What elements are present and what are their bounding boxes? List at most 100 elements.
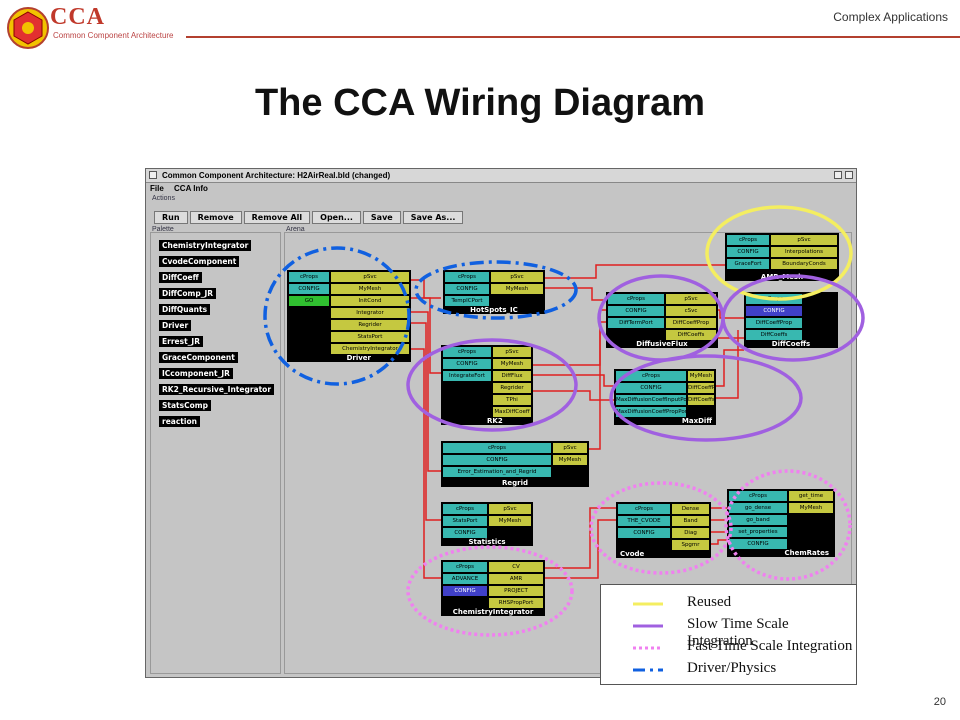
provides-port[interactable]: MyMesh xyxy=(688,371,714,381)
provides-port[interactable]: Regrider xyxy=(331,320,409,330)
uses-port[interactable]: cProps xyxy=(443,504,487,514)
provides-port[interactable]: DiffCoeffProp xyxy=(688,383,714,393)
provides-port[interactable]: StatsPort xyxy=(331,332,409,342)
provides-port[interactable]: Spgmr xyxy=(672,540,709,550)
component-chemrates[interactable]: cProps go_dense go_band set_properties C… xyxy=(727,489,835,557)
uses-port[interactable]: CONFIG xyxy=(443,528,487,538)
open-button[interactable]: Open... xyxy=(312,211,361,224)
palette-item[interactable]: Driver xyxy=(159,320,192,331)
provides-port[interactable]: DiffCoeffs xyxy=(666,330,716,340)
palette-item[interactable]: DiffComp_JR xyxy=(159,288,217,299)
component-maxdiff[interactable]: cProps CONFIG MaxDiffusionCoeffInputPort… xyxy=(614,369,716,425)
menu-file[interactable]: File xyxy=(150,184,164,193)
uses-port[interactable]: CONFIG xyxy=(443,586,487,596)
uses-port[interactable]: ADVANCE xyxy=(443,574,487,584)
uses-port[interactable]: cProps xyxy=(618,504,670,514)
remove-button[interactable]: Remove xyxy=(189,211,242,224)
component-chemistryintegrator[interactable]: cProps ADVANCE CONFIG CV AMR PROJECT RHS… xyxy=(441,560,545,616)
uses-port[interactable]: cProps xyxy=(727,235,769,245)
provides-port[interactable]: cSvc xyxy=(666,306,716,316)
uses-port[interactable]: cProps xyxy=(616,371,686,381)
uses-port[interactable]: TempICPort xyxy=(445,296,489,306)
palette-item[interactable]: reaction xyxy=(159,416,200,427)
window-titlebar[interactable]: Common Component Architecture: H2AirReal… xyxy=(146,169,856,183)
palette-item[interactable]: CvodeComponent xyxy=(159,256,240,267)
component-cvode[interactable]: cProps THE_CVODE CONFIG Dense Band Diag … xyxy=(616,502,711,558)
provides-port[interactable]: Dense xyxy=(672,504,709,514)
provides-port[interactable]: CV xyxy=(489,562,543,572)
menu-cca-info[interactable]: CCA Info xyxy=(174,184,208,193)
provides-port[interactable]: pSvc xyxy=(771,235,837,245)
provides-port[interactable]: PROJECT xyxy=(489,586,543,596)
uses-port[interactable]: CONFIG xyxy=(727,247,769,257)
run-button[interactable]: Run xyxy=(154,211,188,224)
palette-item[interactable]: Errest_JR xyxy=(159,336,203,347)
component-hotspots-ic[interactable]: cProps CONFIG TempICPort pSvc MyMesh Hot… xyxy=(443,270,545,314)
provides-port[interactable]: pSvc xyxy=(666,294,716,304)
component-regrid[interactable]: cProps CONFIG Error_Estimation_and_Regri… xyxy=(441,441,589,487)
provides-port[interactable]: pSvc xyxy=(331,272,409,282)
palette-item[interactable]: DiffCoeff xyxy=(159,272,202,283)
uses-port[interactable]: DiffTermPort xyxy=(608,318,664,328)
uses-port[interactable]: Error_Estimation_and_Regrid xyxy=(443,467,551,477)
provides-port[interactable]: MyMesh xyxy=(553,455,587,465)
palette-item[interactable]: ChemistryIntegrator xyxy=(159,240,252,251)
provides-port[interactable]: ChemistryIntegrator xyxy=(331,344,409,354)
uses-port[interactable]: CONFIG xyxy=(616,383,686,393)
uses-port[interactable]: GraceFort xyxy=(727,259,769,269)
provides-port[interactable]: MaxDiffCoeff xyxy=(493,407,531,417)
provides-port[interactable]: BoundaryConds xyxy=(771,259,837,269)
uses-port[interactable]: cProps xyxy=(445,272,489,282)
provides-port[interactable]: AMR xyxy=(489,574,543,584)
uses-port[interactable]: CONFIG xyxy=(445,284,489,294)
uses-port[interactable]: MaxDiffusionCoeffInputPort xyxy=(616,395,686,405)
provides-port[interactable]: MyMesh xyxy=(331,284,409,294)
uses-port[interactable]: CONFIG xyxy=(729,539,787,549)
provides-port[interactable]: Regrider xyxy=(493,383,531,393)
uses-port[interactable]: cProps xyxy=(729,491,787,501)
provides-port[interactable]: pSvc xyxy=(491,272,543,282)
palette-item[interactable]: ICcomponent_JR xyxy=(159,368,233,379)
provides-port[interactable]: TPhi xyxy=(493,395,531,405)
uses-port[interactable]: CONFIG xyxy=(443,455,551,465)
palette-item[interactable]: RK2_Recursive_Integrator xyxy=(159,384,275,395)
uses-port[interactable]: cProps xyxy=(608,294,664,304)
uses-port[interactable]: CONFIG xyxy=(608,306,664,316)
provides-port[interactable]: pSvc xyxy=(553,443,587,453)
uses-port[interactable]: StatsPort xyxy=(443,516,487,526)
save-as-button[interactable]: Save As... xyxy=(402,211,464,224)
uses-port[interactable]: DiffCoeffs xyxy=(746,330,802,340)
provides-port[interactable]: MyMesh xyxy=(789,503,833,513)
provides-port[interactable]: MyMesh xyxy=(491,284,543,294)
maximize-icon[interactable] xyxy=(845,171,853,179)
provides-port[interactable]: Interpolations xyxy=(771,247,837,257)
uses-port[interactable]: set_properties xyxy=(729,527,787,537)
save-button[interactable]: Save xyxy=(362,211,401,224)
provides-port[interactable]: pSvc xyxy=(493,347,531,357)
provides-port[interactable]: get_time xyxy=(789,491,833,501)
provides-port[interactable]: Diag xyxy=(672,528,709,538)
remove-all-button[interactable]: Remove All xyxy=(243,211,311,224)
component-statistics[interactable]: cProps StatsPort CONFIG pSvc MyMesh Stat… xyxy=(441,502,533,546)
provides-port[interactable]: InitCond xyxy=(331,296,409,306)
uses-port[interactable]: DiffCoeffProp xyxy=(746,318,802,328)
provides-port[interactable]: MyMesh xyxy=(489,516,531,526)
uses-port[interactable]: cProps xyxy=(289,272,329,282)
uses-port[interactable]: IntegrateFort xyxy=(443,371,491,381)
uses-port[interactable]: cProps xyxy=(443,443,551,453)
provides-port[interactable]: Integrator xyxy=(331,308,409,318)
uses-port[interactable]: go_dense xyxy=(729,503,787,513)
uses-port[interactable]: CONFIG xyxy=(443,359,491,369)
minimize-icon[interactable] xyxy=(834,171,842,179)
uses-port[interactable]: go_band xyxy=(729,515,787,525)
uses-port[interactable]: CONFIG xyxy=(618,528,670,538)
provides-port[interactable]: DiffFlux xyxy=(493,371,531,381)
provides-port[interactable]: DiffCoeffProp xyxy=(666,318,716,328)
uses-port[interactable]: MaxDiffusionCoeffPropPort xyxy=(616,407,686,417)
window-menu-icon[interactable] xyxy=(149,171,157,179)
uses-port[interactable]: cProps xyxy=(443,562,487,572)
palette-item[interactable]: GraceComponent xyxy=(159,352,238,363)
uses-port[interactable]: cProps xyxy=(443,347,491,357)
provides-port[interactable]: Band xyxy=(672,516,709,526)
component-rk2[interactable]: cProps CONFIG IntegrateFort pSvc MyMesh … xyxy=(441,345,533,425)
